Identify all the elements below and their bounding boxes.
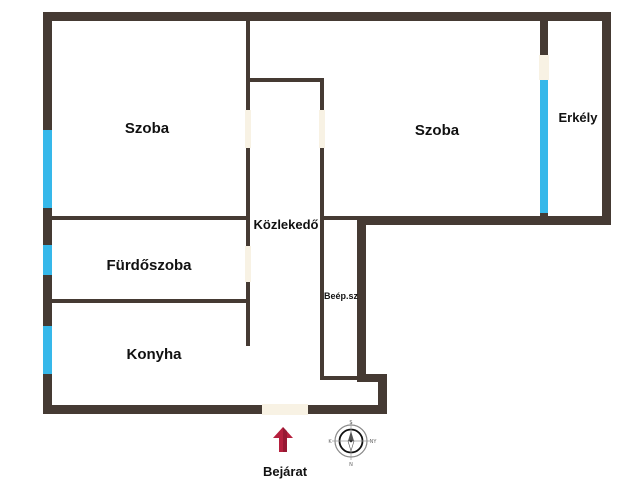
wall-stair-step [357,374,387,382]
door-szoba-left [245,110,251,148]
compass-letter-north: S [349,420,352,426]
room-label-szoba-right: Szoba [415,122,460,139]
window-szoba-left [43,130,52,208]
doors [245,55,549,415]
wall-corridor-top [250,78,324,82]
interior-walls [52,21,548,380]
door-entrance [262,404,308,415]
window-furdoszoba [43,245,52,275]
wall-szoba-bottom [52,216,246,220]
wall-left [43,12,52,414]
windows [43,80,548,374]
compass-letter-west: K [328,439,332,445]
wall-corridor-right [320,78,324,380]
wall-stair-inner [357,216,366,381]
room-label-kozlekedo: Közlekedő [253,217,318,232]
wall-bath-bottom [52,299,246,303]
wall-right [602,12,611,225]
entrance-label: Bejárat [263,464,308,479]
entrance-arrow-icon [273,427,293,452]
wall-balcony-bottom [357,216,611,225]
door-szoba-right [319,110,325,148]
compass-letter-south: N [349,462,353,468]
compass-icon: S N K NY [328,420,377,468]
wall-stair-outer [378,374,387,414]
wall-room-bottom [324,216,360,220]
outer-walls [43,12,611,414]
window-konyha [43,326,52,374]
compass-letter-east: NY [370,439,378,445]
room-label-szoba-left: Szoba [125,120,170,137]
room-label-furdoszoba: Fürdőszoba [107,257,193,274]
wall-corridor-bottom [320,376,360,380]
room-label-konyha: Konyha [126,346,182,363]
room-label-beep: Beép.sz [324,291,359,301]
window-balcony [540,80,548,213]
door-furdoszoba [245,246,251,282]
wall-corridor-left [246,21,250,346]
wall-bottom [43,405,387,414]
door-balcony [539,55,549,80]
room-label-erkely: Erkély [558,110,598,125]
wall-top [43,12,610,21]
